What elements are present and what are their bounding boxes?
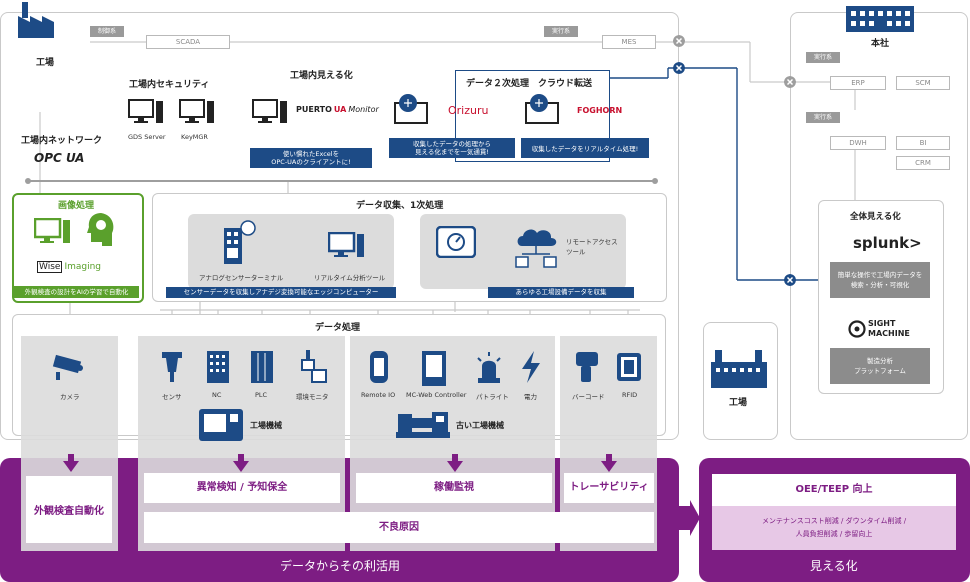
erp-box: ERP <box>830 76 886 90</box>
sight-machine-logo-a: SIGHT <box>868 319 896 328</box>
bi-box: BI <box>896 136 950 150</box>
equipment-caption: あらゆる工場設備データを収集 <box>488 287 634 298</box>
analog-label: アナログセンサーターミナル <box>199 274 284 282</box>
x-marker-icon <box>784 274 796 286</box>
server-monitor-icon <box>252 99 287 123</box>
server-monitor-icon <box>179 99 214 123</box>
sight-machine-logo-b: MACHINE <box>868 329 910 338</box>
barcode-label: バーコード <box>572 393 605 401</box>
vis-footer-title: 見える化 <box>810 559 858 573</box>
usage-footer-title: データからその利活用 <box>280 559 401 573</box>
ai-head-icon <box>87 213 114 246</box>
visual-title: 工場内見える化 <box>290 71 353 81</box>
patlite-icon <box>477 352 501 383</box>
plc-icon <box>251 351 273 383</box>
sensor-label: センサ <box>162 393 182 401</box>
rfid-label: RFID <box>622 391 638 399</box>
barcode-scanner-icon <box>576 352 598 382</box>
security-title: 工場内セキュリティ <box>129 80 210 90</box>
tag-control: 制御系 <box>90 26 124 37</box>
server-monitor-icon <box>128 99 163 123</box>
old-machine-icon <box>396 412 450 438</box>
usage-box-anomaly: 異常検知 / 予知保全 <box>144 473 340 503</box>
right-factory-title: 工場 <box>729 398 748 408</box>
headquarters-icon <box>846 6 914 32</box>
monitor-icon <box>328 232 364 257</box>
usage-box-trace: トレーサビリティ <box>564 473 654 503</box>
image-caption: 外観検査の設計をAIの学習で自動化 <box>14 286 139 298</box>
image-title: 画像処理 <box>58 201 95 211</box>
x-marker-icon <box>784 76 796 88</box>
cloud-network-icon <box>515 229 557 268</box>
power-icon <box>522 351 540 383</box>
camera-label: カメラ <box>60 393 80 401</box>
image-panel <box>12 193 144 303</box>
usage-box-defect-cause: 不良原因 <box>144 512 654 543</box>
opc-ua-logo: OPC UA <box>34 151 85 165</box>
network-title: 工場内ネットワーク <box>21 136 103 146</box>
splunk-description: 簡単な操作で工場内データを 検索・分析・可視化 <box>830 262 930 298</box>
remote-io-label: Remote IO <box>361 391 396 399</box>
splunk-logo: splunk> <box>853 234 922 252</box>
cloud-title: データ２次処理 クラウド転送 <box>466 79 593 89</box>
ai-head-monitor-icon <box>394 94 428 124</box>
edge-caption: センサーデータを収集しアナデジ変換可能なエッジコンピューター <box>166 287 396 298</box>
cloud-caption-1: 収集したデータの処理から 見える化までを一気通貫! <box>389 138 515 158</box>
usage-box-operation: 稼働監視 <box>356 473 552 503</box>
analog-terminal-icon <box>224 220 256 264</box>
visual-caption: 使い慣れたExcelを OPC-UAのクライアントに! <box>250 148 372 168</box>
old-machine-label: 古い工場機械 <box>456 421 504 430</box>
patlite-label: パトライト <box>476 393 509 401</box>
x-marker-icon <box>673 35 685 47</box>
factory-title: 工場 <box>36 58 55 68</box>
orizuru-logo: Orizuru <box>448 104 489 117</box>
machine-label: 工場機械 <box>250 421 282 430</box>
processing-title: データ処理 <box>315 323 361 333</box>
realtime-label: リアルタイム分析ツール <box>314 274 386 282</box>
sight-machine-description: 製造分析 プラットフォーム <box>830 348 930 384</box>
scm-box: SCM <box>896 76 950 90</box>
remote-tool-label: リモートアクセス ツール <box>566 238 618 256</box>
usage-box-visual-inspection: 外観検査自動化 <box>26 476 112 543</box>
hq-tag-exec-2: 実行系 <box>806 112 840 123</box>
mc-label: MC-Web Controller <box>406 391 467 399</box>
mc-controller-icon <box>422 351 446 386</box>
plc-label: PLC <box>255 391 268 399</box>
ai-head-monitor-icon <box>525 94 559 124</box>
collection-title: データ収集、1次処理 <box>356 201 444 211</box>
crm-box: CRM <box>896 156 950 170</box>
remote-io-icon <box>370 351 388 383</box>
gauge-display-icon <box>436 226 476 258</box>
camera-icon <box>52 354 83 380</box>
power-label: 電力 <box>524 393 537 401</box>
gds-label: GDS Server <box>128 133 166 141</box>
hq-title: 本社 <box>871 39 890 49</box>
env-monitor-icon <box>301 350 327 383</box>
nc-icon <box>207 351 229 383</box>
machine-icon <box>199 409 243 441</box>
env-label: 環境モニタ <box>296 393 329 401</box>
x-marker-icon <box>673 62 685 74</box>
dwh-box: DWH <box>830 136 886 150</box>
factory-icon <box>711 350 767 388</box>
effects-box: メンテナンスコスト削減 / ダウンタイム削減 / 人員負担削減 / 歩留向上 <box>712 506 956 550</box>
oee-box: OEE/TEEP 向上 <box>712 474 956 506</box>
scada-box: SCADA <box>146 35 230 49</box>
overall-title: 全体見える化 <box>850 212 901 222</box>
factory-icon <box>18 2 54 38</box>
sensor-icon <box>162 352 182 382</box>
mes-box: MES <box>602 35 656 49</box>
sight-machine-icon <box>848 320 866 338</box>
tag-exec: 実行系 <box>544 26 578 37</box>
nc-label: NC <box>212 391 222 399</box>
keymgr-label: KeyMGR <box>181 133 208 141</box>
cloud-caption-2: 収集したデータをリアルタイム処理! <box>521 138 649 158</box>
rfid-icon <box>617 353 641 381</box>
monitor-icon <box>34 218 70 243</box>
hq-tag-exec-1: 実行系 <box>806 52 840 63</box>
foghorn-logo: FOGHORN <box>577 106 623 115</box>
